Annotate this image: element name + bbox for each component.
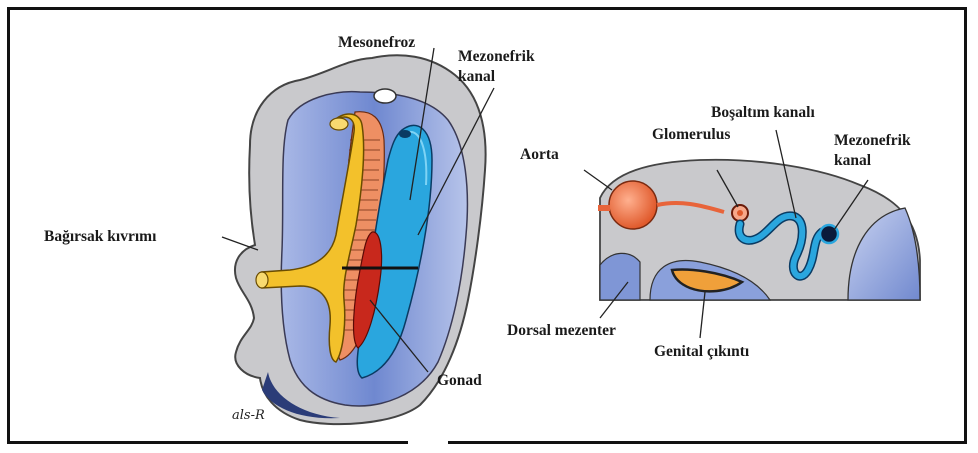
neural-tube bbox=[374, 89, 396, 103]
label-mezonefrik-kanal-left-2: kanal bbox=[458, 68, 495, 86]
label-mezonefrik-kanal-right-2: kanal bbox=[834, 152, 871, 170]
label-bosaltim-kanali: Boşaltım kanalı bbox=[711, 104, 815, 122]
label-dorsal-mezenter: Dorsal mezenter bbox=[507, 322, 616, 340]
label-mesonefroz: Mesonefroz bbox=[338, 34, 415, 52]
left-embryo bbox=[222, 48, 494, 424]
artist-signature: als-R bbox=[232, 408, 265, 423]
aorta bbox=[609, 181, 657, 229]
label-mezonefrik-kanal-right-1: Mezonefrik bbox=[834, 132, 911, 150]
label-bagirsak-kivrimi: Bağırsak kıvrımı bbox=[44, 228, 156, 246]
label-glomerulus: Glomerulus bbox=[652, 126, 730, 144]
label-aorta: Aorta bbox=[520, 146, 559, 164]
label-mezonefrik-kanal-left-1: Mezonefrik bbox=[458, 48, 535, 66]
label-gonad: Gonad bbox=[437, 372, 482, 390]
label-genital-cikinti: Genital çıkıntı bbox=[654, 343, 749, 361]
